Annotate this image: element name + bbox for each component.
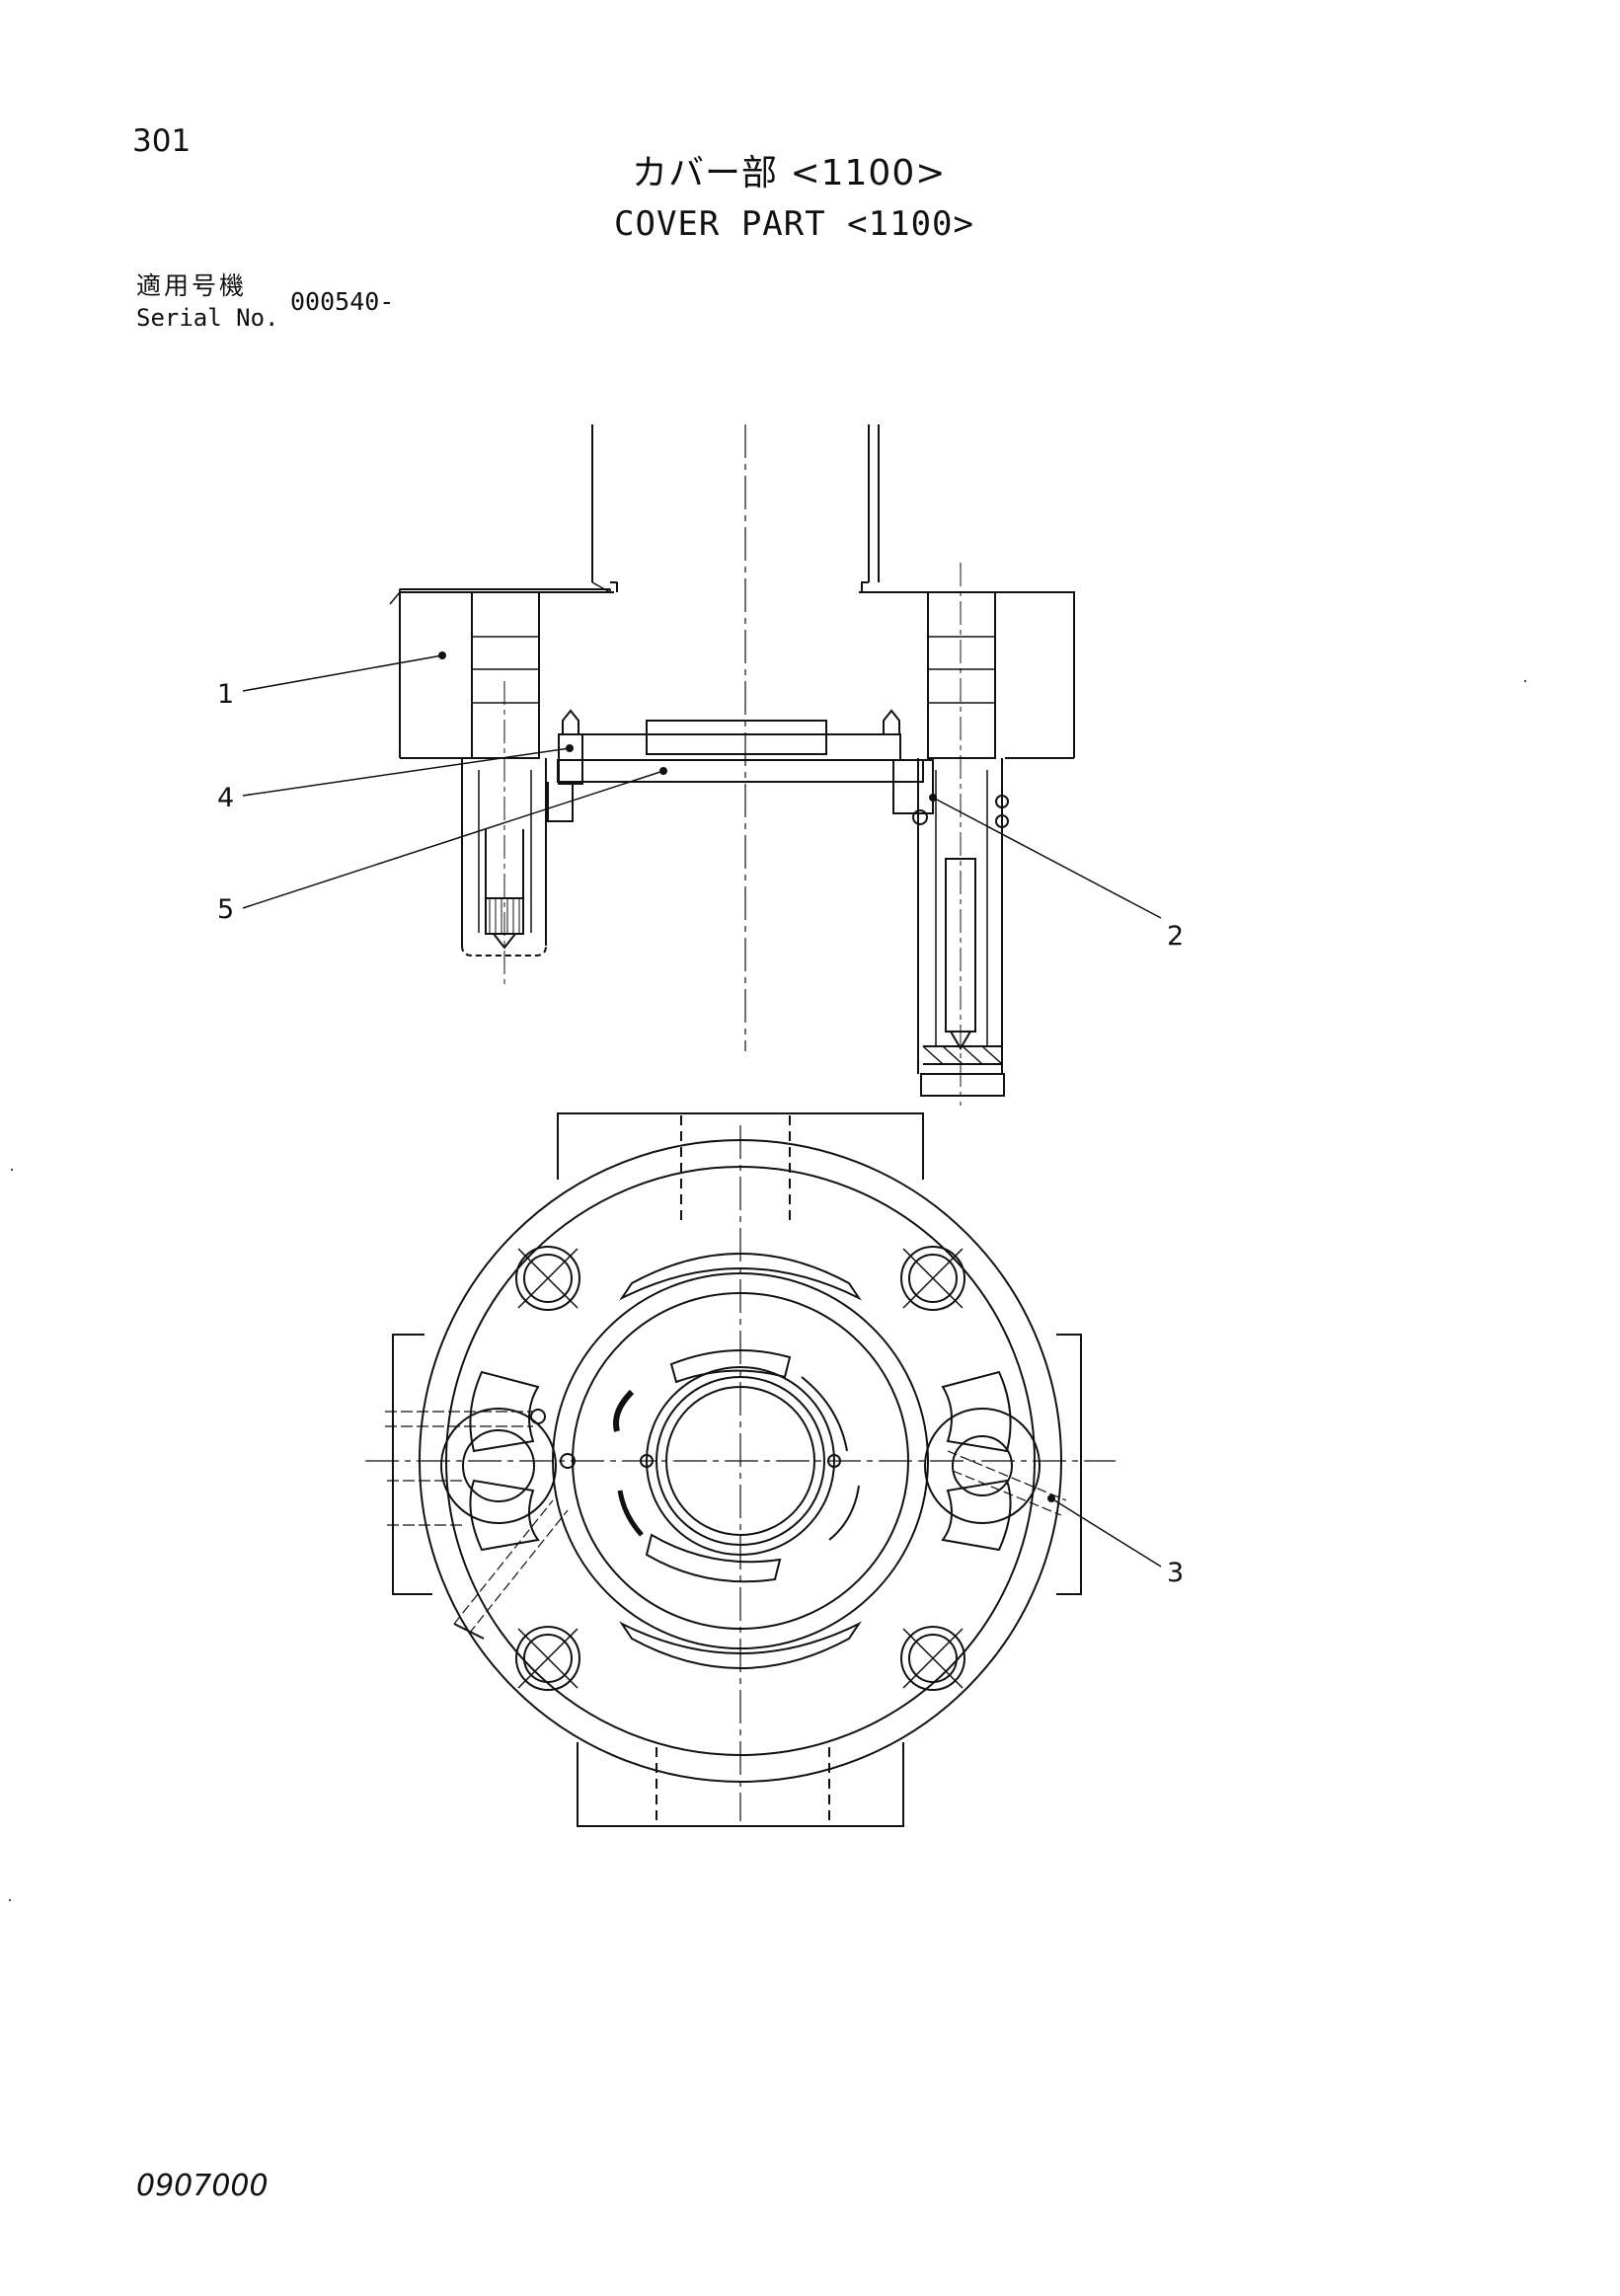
document-code: 0907000	[136, 2169, 269, 2203]
front-view	[365, 1112, 1162, 1827]
serial-number-value: 000540-	[290, 287, 395, 316]
callout-4: 4	[217, 783, 235, 813]
bolt-hole-bottom-right	[900, 1626, 965, 1691]
serial-label-japanese: 適用号機	[136, 271, 248, 300]
callout-3: 3	[1167, 1558, 1185, 1588]
page-number: 301	[132, 123, 192, 159]
callout-1: 1	[217, 679, 235, 710]
side-view	[242, 424, 1162, 1106]
callout-2: 2	[1167, 921, 1185, 952]
bolt-hole-bottom-left	[515, 1626, 580, 1691]
serial-label-english: Serial No.	[136, 304, 279, 332]
page-title-english: COVER PART <1100>	[614, 204, 974, 244]
callout-5: 5	[217, 894, 235, 925]
page-title-japanese: カバー部 <1100>	[632, 153, 947, 193]
bolt-hole-top-right	[900, 1246, 965, 1311]
bolt-hole-top-left	[515, 1246, 580, 1311]
